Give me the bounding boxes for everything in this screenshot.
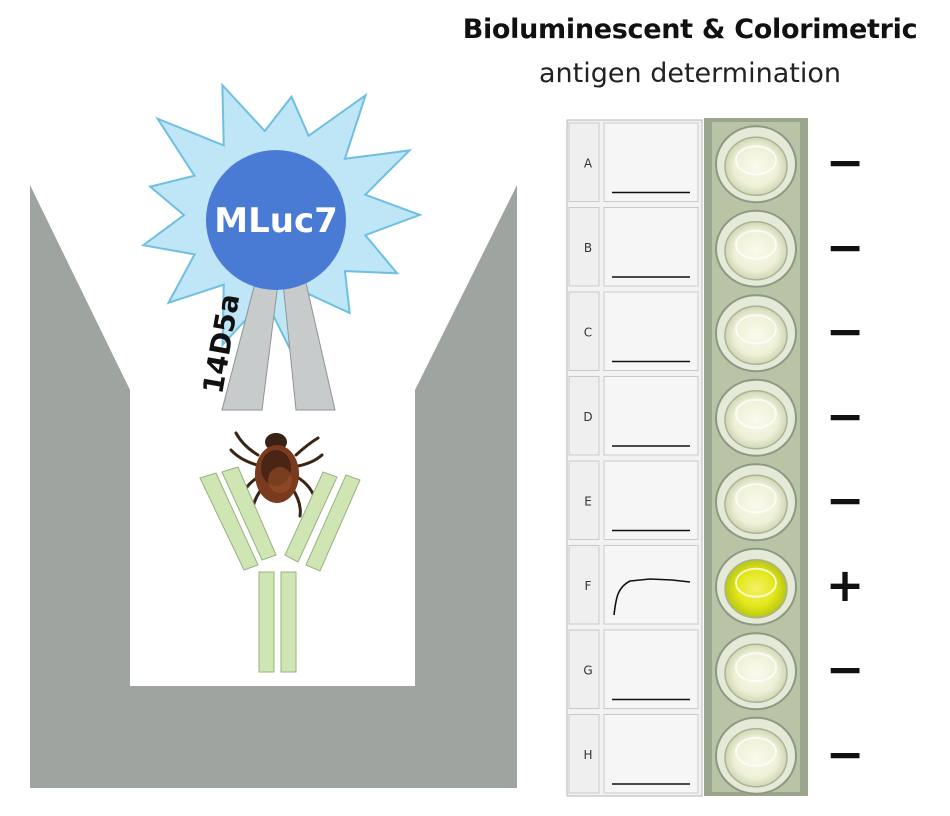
well-d bbox=[715, 378, 797, 457]
row-label: H bbox=[583, 748, 592, 762]
trace-row-a: A bbox=[568, 122, 699, 202]
well-c bbox=[715, 294, 797, 373]
trace-row-d: D bbox=[568, 376, 699, 456]
row-label: E bbox=[584, 494, 592, 508]
trace-row-e: E bbox=[568, 460, 699, 540]
figure-title: Bioluminescent & Colorimetric bbox=[462, 14, 918, 45]
result-sign-h: − bbox=[825, 726, 865, 781]
tick-antigen-icon bbox=[229, 431, 324, 518]
figure-subtitle: antigen determination bbox=[539, 58, 841, 89]
well-h bbox=[715, 716, 797, 795]
trace-row-h: H bbox=[568, 714, 699, 794]
row-label: G bbox=[583, 663, 592, 677]
well-f bbox=[715, 547, 797, 626]
trace-row-g: G bbox=[568, 629, 699, 709]
row-label: D bbox=[583, 410, 592, 424]
row-label: A bbox=[584, 156, 593, 170]
luminescence-trace bbox=[613, 578, 691, 616]
well-b bbox=[715, 209, 797, 288]
trace-row-b: B bbox=[568, 207, 699, 287]
result-sign-f: + bbox=[825, 557, 865, 612]
luminescence-readout-panel: A B C D E F G H bbox=[566, 119, 703, 797]
row-label: F bbox=[585, 579, 592, 593]
well-a bbox=[715, 125, 797, 204]
row-label: B bbox=[584, 241, 592, 255]
capture-antibody bbox=[199, 466, 361, 673]
result-sign-g: − bbox=[825, 642, 865, 697]
trace-row-c: C bbox=[568, 291, 699, 371]
well-strip-photo bbox=[704, 118, 808, 796]
well-cup bbox=[30, 185, 517, 788]
result-sign-d: − bbox=[825, 388, 865, 443]
mluc7-enzyme bbox=[206, 150, 346, 290]
row-label: C bbox=[584, 325, 592, 339]
mluc7-label: MLuc7 bbox=[214, 201, 338, 241]
well-g bbox=[715, 632, 797, 711]
result-sign-b: − bbox=[825, 219, 865, 274]
detection-antibody bbox=[221, 282, 336, 411]
trace-row-f: F bbox=[568, 545, 699, 625]
well-e bbox=[715, 463, 797, 542]
result-sign-a: − bbox=[825, 135, 865, 190]
result-sign-e: − bbox=[825, 473, 865, 528]
result-sign-c: − bbox=[825, 304, 865, 359]
